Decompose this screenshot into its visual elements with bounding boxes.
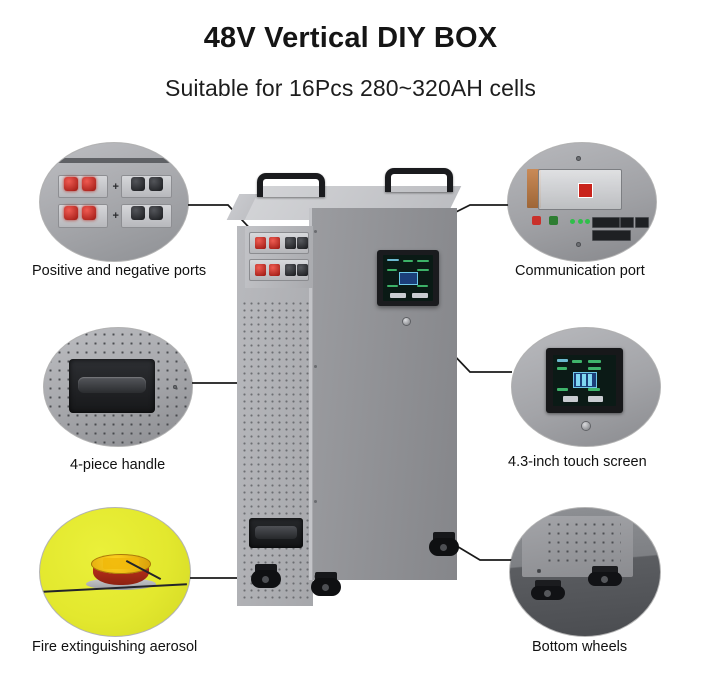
callout-four-piece-handle (44, 328, 192, 446)
callout-positive-negative-ports: + + (40, 143, 188, 261)
caster-wheel-right-icon (588, 565, 622, 586)
product-touch-screen[interactable] (377, 250, 439, 306)
ventilation-panel (241, 300, 311, 600)
side-pull-handle (249, 518, 303, 548)
callout-image-bottom-wheels (510, 508, 660, 636)
callout-label-bottom-wheels: Bottom wheels (532, 639, 628, 655)
page-title: 48V Vertical DIY BOX (203, 22, 498, 54)
terminal-block (245, 226, 313, 288)
caster-wheel-back-right (429, 532, 459, 558)
callout-touch-screen (512, 328, 660, 446)
carry-handle-left-icon (257, 173, 325, 197)
product-image (215, 160, 505, 606)
callout-label-four-piece-handle: 4-piece handle (70, 457, 166, 473)
callout-image-four-piece-handle (44, 328, 192, 446)
callout-label-communication-port: Communication port (515, 263, 645, 279)
callout-bottom-wheels (510, 508, 660, 636)
carry-handle-right-icon (385, 168, 453, 192)
callout-lcd-display (552, 355, 617, 406)
callout-label-touch-screen: 4.3-inch touch screen (508, 454, 647, 470)
caster-wheel-left-icon (531, 579, 565, 600)
caster-wheel-back-left (251, 564, 281, 590)
callout-image-fire-extinguishing-aerosol (40, 508, 190, 636)
callout-image-communication-port (508, 143, 656, 261)
caster-wheel-front-left (311, 572, 341, 598)
product-lcd (383, 255, 433, 301)
callout-image-positive-negative-ports: + + (40, 143, 188, 261)
panel-lock-icon (403, 318, 410, 325)
callout-label-positive-negative-ports: Positive and negative ports (32, 263, 207, 279)
page-subtitle: Suitable for 16Pcs 280~320AH cells (165, 75, 536, 101)
callout-image-touch-screen (512, 328, 660, 446)
callout-fire-extinguishing-aerosol (40, 508, 190, 636)
callout-communication-port (508, 143, 656, 261)
aerosol-device-icon (86, 554, 156, 591)
callout-label-fire-extinguishing-aerosol: Fire extinguishing aerosol (32, 639, 198, 655)
